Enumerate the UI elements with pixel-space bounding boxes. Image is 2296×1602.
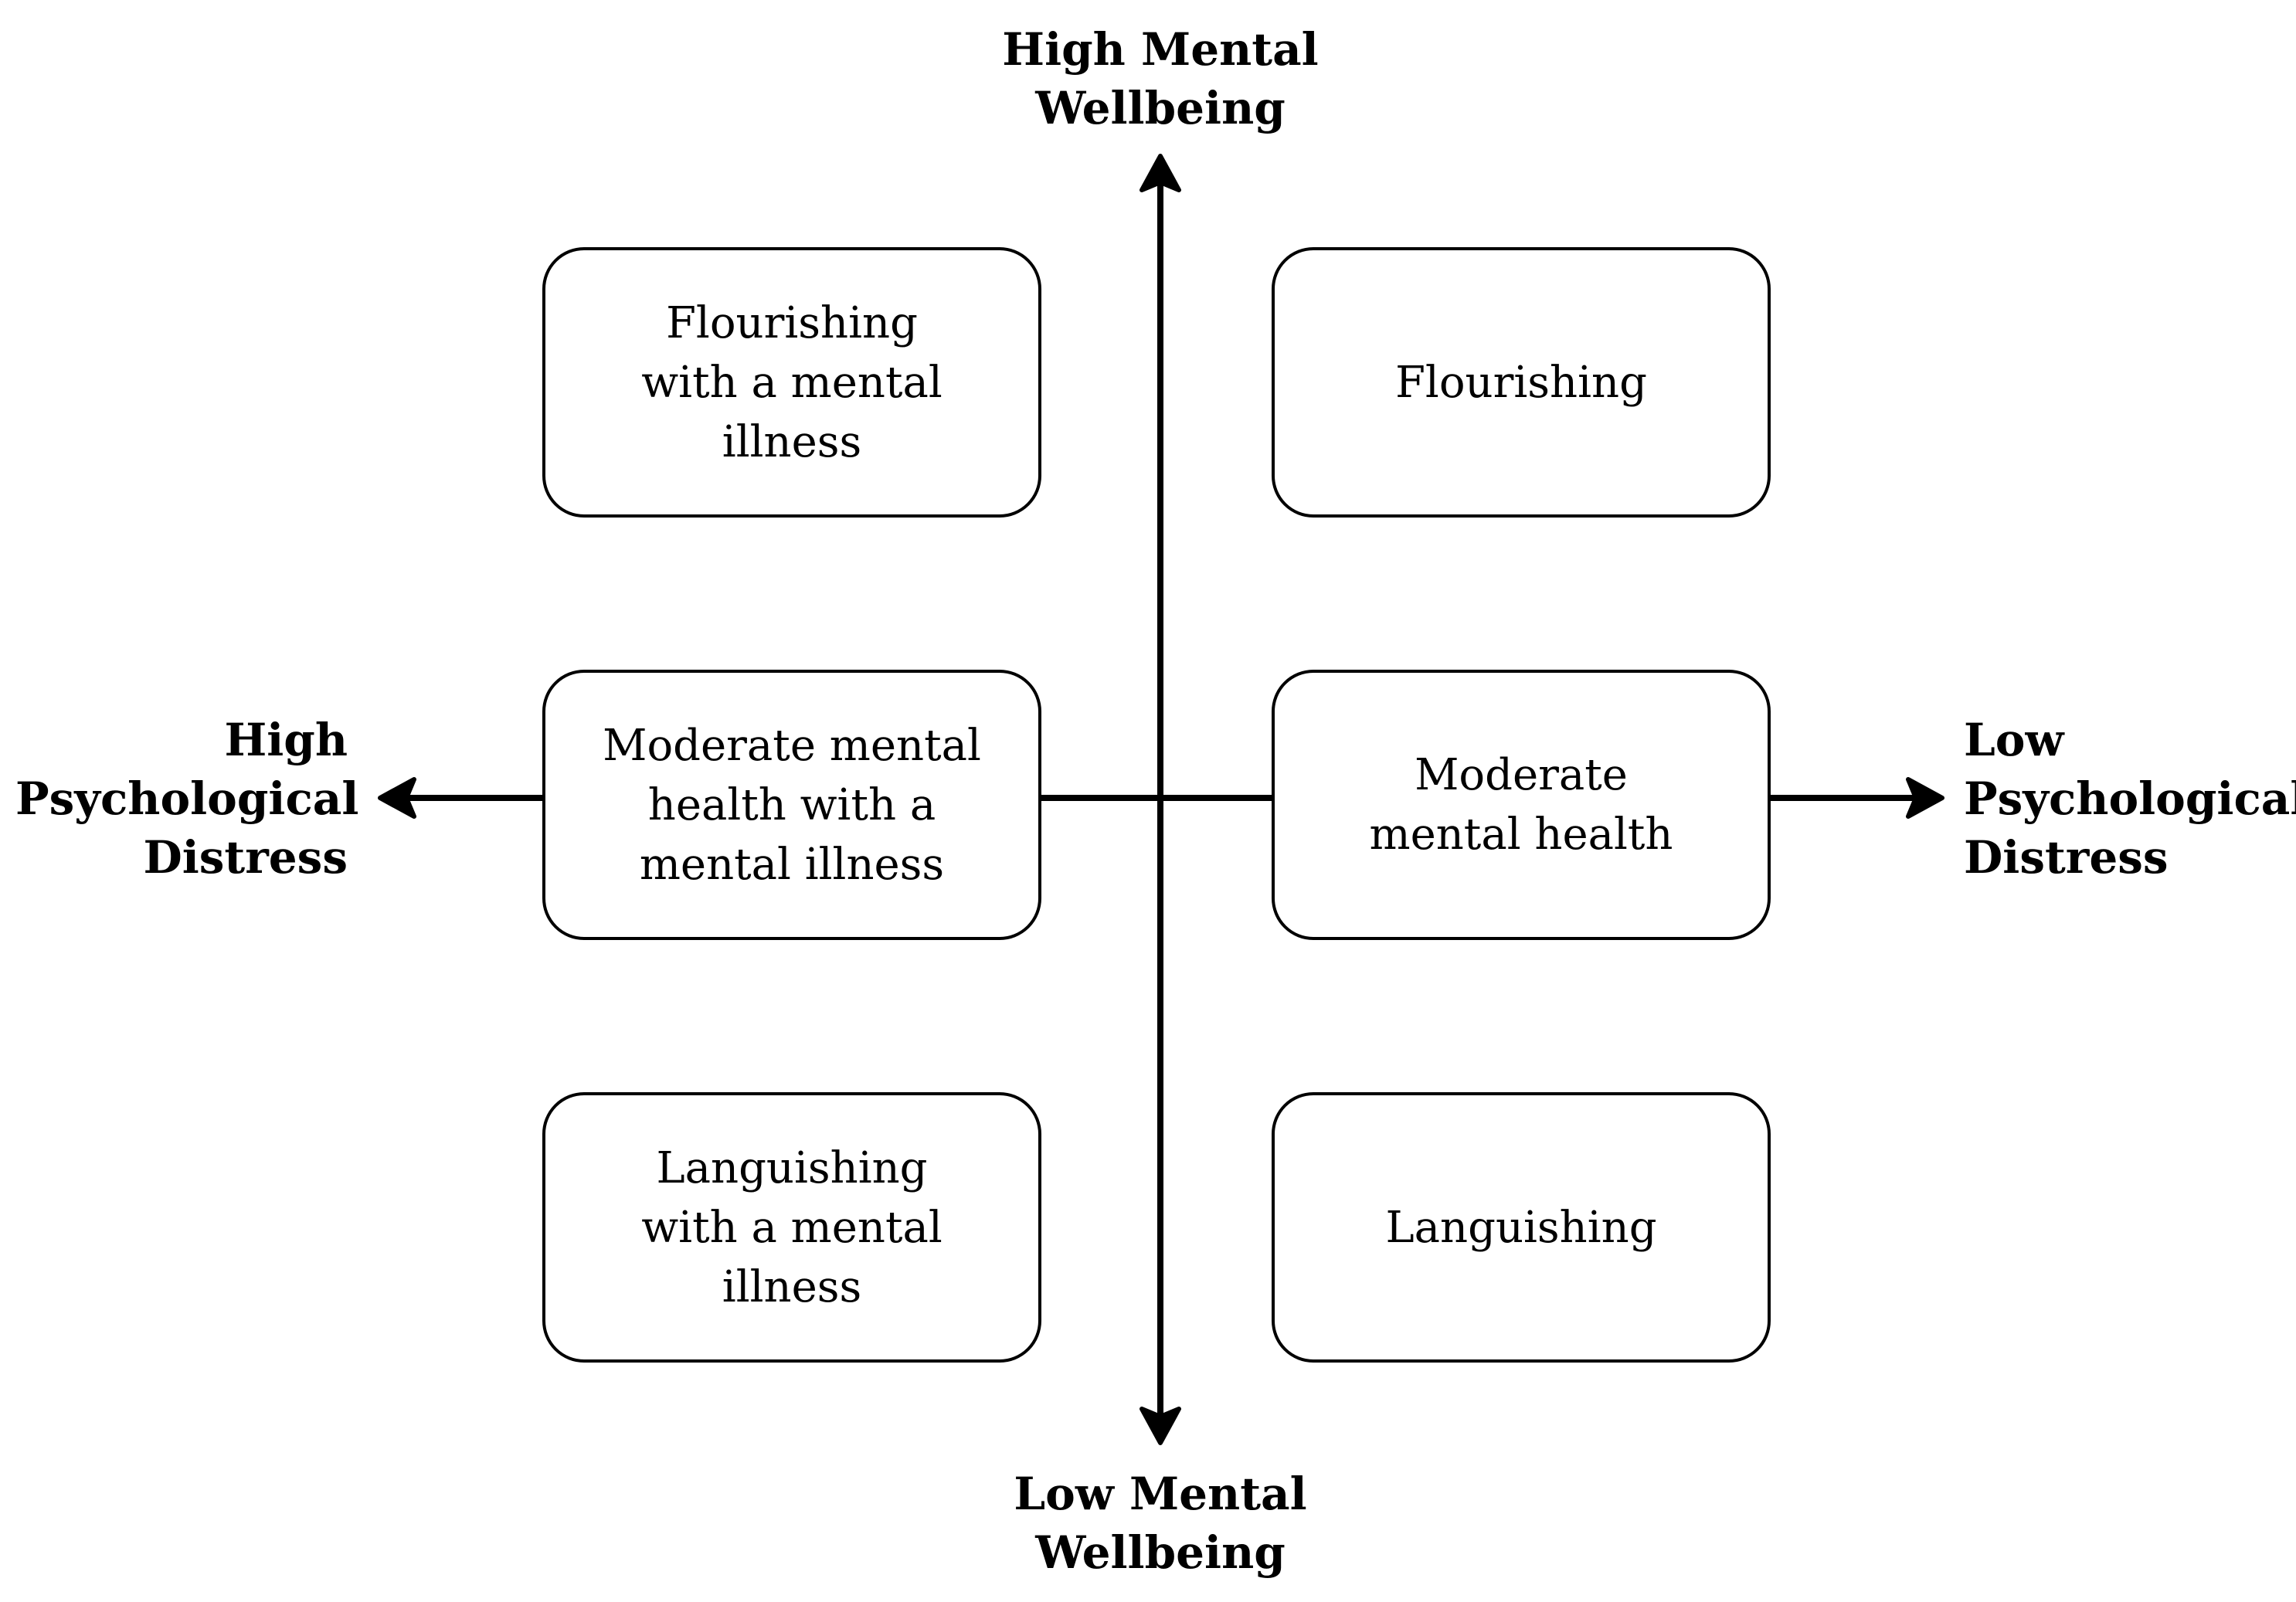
box-line: Moderate [1415, 750, 1628, 800]
box-line: Moderate mental [603, 720, 981, 771]
axis-label-left-line-2: Psychological [15, 772, 359, 825]
axis-label-left-line-3: Distress [143, 831, 348, 884]
axis-label-left-line-1: High [224, 714, 348, 766]
box-languishing-with-mental-illness: Languishing with a mental illness [542, 1092, 1041, 1363]
axis-label-right-line-2: Psychological [1964, 772, 2296, 825]
box-line: illness [722, 416, 862, 467]
box-moderate-mental-health: Moderate mental health [1272, 670, 1771, 940]
box-text: Languishing with a mental illness [641, 1139, 943, 1317]
arrow-down-icon [1140, 1407, 1181, 1445]
axis-label-right-line-3: Distress [1964, 831, 2169, 884]
box-line: Flourishing [666, 297, 918, 348]
axis-label-bottom-line-2: Wellbeing [1035, 1526, 1286, 1579]
box-text: Moderate mental health [1370, 745, 1673, 864]
arrow-up-icon [1140, 154, 1181, 192]
axis-label-top: High Mental Wellbeing [929, 20, 1392, 137]
box-moderate-mental-health-with-mental-illness: Moderate mental health with a mental ill… [542, 670, 1041, 940]
axis-label-left: High Psychological Distress [15, 711, 359, 887]
arrow-left-icon [378, 777, 416, 819]
box-line: Languishing [656, 1142, 928, 1193]
box-line: health with a [647, 779, 936, 830]
axis-label-top-line-1: High Mental [1002, 23, 1319, 76]
axis-label-right-line-1: Low [1964, 714, 2064, 766]
box-line: mental illness [639, 839, 945, 890]
axis-label-bottom-line-1: Low Mental [1014, 1468, 1307, 1520]
box-line: with a mental [641, 357, 943, 408]
box-languishing: Languishing [1272, 1092, 1771, 1363]
axis-label-top-line-2: Wellbeing [1035, 82, 1286, 134]
box-text: Languishing [1385, 1198, 1656, 1258]
box-text: Moderate mental health with a mental ill… [603, 716, 981, 894]
arrow-right-icon [1906, 777, 1944, 819]
box-flourishing: Flourishing [1272, 247, 1771, 518]
box-line: illness [722, 1261, 862, 1312]
box-line: mental health [1369, 809, 1673, 860]
box-line: Languishing [1385, 1202, 1657, 1253]
axis-label-bottom: Low Mental Wellbeing [929, 1465, 1392, 1582]
box-flourishing-with-mental-illness: Flourishing with a mental illness [542, 247, 1041, 518]
box-text: Flourishing [1395, 353, 1647, 412]
box-text: Flourishing with a mental illness [641, 294, 943, 472]
box-line: with a mental [641, 1202, 943, 1253]
box-line: Flourishing [1395, 357, 1647, 408]
axis-label-right: Low Psychological Distress [1964, 711, 2296, 887]
